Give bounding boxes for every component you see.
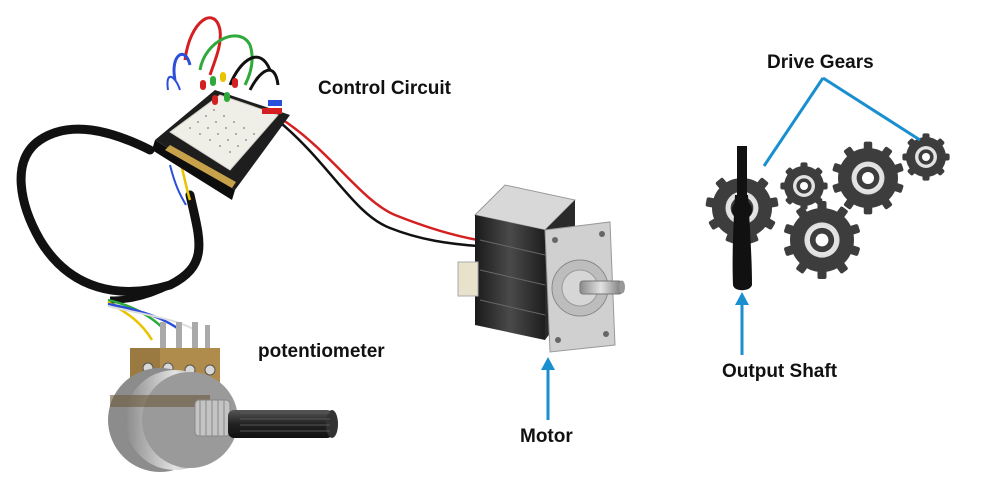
drive-gears-arrow-left — [762, 77, 825, 167]
drive-gears-label: Drive Gears — [767, 52, 874, 73]
control-circuit-label: Control Circuit — [318, 78, 451, 99]
stepper-motor-icon — [457, 184, 625, 353]
gear-small-right — [902, 133, 950, 181]
gear-small-mid — [780, 162, 828, 210]
potentiometer-icon — [108, 322, 338, 472]
drive-gears-arrow-right — [822, 76, 921, 142]
pot-wire-blue — [107, 302, 181, 332]
wires — [16, 116, 479, 341]
circuit-wire-blue — [169, 164, 187, 206]
potentiometer-label: potentiometer — [258, 341, 385, 362]
output-shaft-label: Output Shaft — [722, 361, 838, 382]
motor-wire-red — [279, 116, 479, 242]
annotation-arrows — [541, 76, 921, 420]
output-shaft-arrowhead — [735, 292, 749, 305]
motor-arrowhead — [541, 357, 555, 370]
output-shaft-icon — [732, 146, 752, 291]
motor-label: Motor — [520, 426, 573, 447]
breadboard-circuit-icon — [152, 16, 290, 200]
motor-wire-black — [281, 123, 479, 248]
potentiometer-cable — [16, 124, 204, 296]
gear-large-bottom — [784, 201, 860, 279]
gear-large-top — [832, 141, 904, 215]
pot-wire-white — [107, 305, 196, 331]
